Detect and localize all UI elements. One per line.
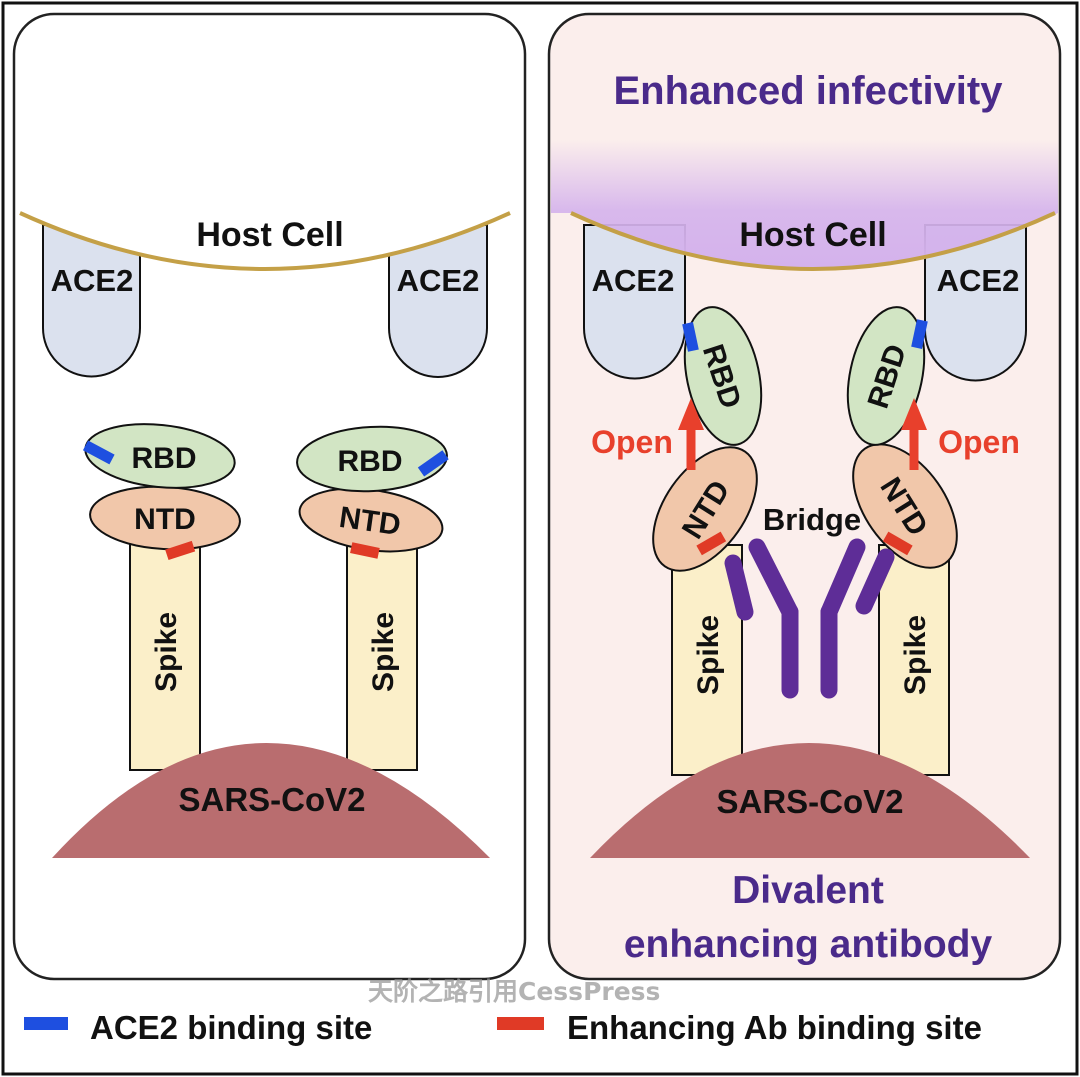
- ab-binding-site-right: [882, 531, 913, 556]
- rbd-left: [683, 306, 763, 446]
- virus-label: SARS-CoV2: [716, 783, 903, 820]
- ace2-label-left: ACE2: [592, 263, 675, 298]
- ace2-receptor-right: [924, 224, 1027, 382]
- open-label-right: Open: [938, 424, 1020, 460]
- rbd-label-right: RBD: [338, 445, 403, 478]
- ace2-binding-site-left: [682, 322, 699, 352]
- rbd-right: [846, 306, 926, 446]
- ab-binding-site-left: [696, 531, 727, 556]
- spike-label-right: Spike: [899, 615, 932, 695]
- bridge-label: Bridge: [763, 502, 861, 537]
- right-panel: Enhanced infectivity Host Cell ACE2 ACE2…: [547, 12, 1062, 981]
- left-panel: Host Cell ACE2 ACE2 Spike Spike NTD NTD …: [12, 12, 527, 981]
- host-cell-membrane: [19, 211, 511, 271]
- spike-label-left: Spike: [150, 612, 183, 692]
- legend: ACE2 binding site Enhancing Ab binding s…: [24, 1009, 982, 1046]
- open-arrow-right: [901, 398, 927, 470]
- host-cell-label: Host Cell: [196, 216, 343, 254]
- legend-ab-label: Enhancing Ab binding site: [567, 1009, 982, 1046]
- ntd-label-left: NTD: [134, 503, 196, 536]
- spike-right: [878, 544, 950, 776]
- host-cell-membrane: [570, 211, 1056, 271]
- enhancing-antibody: [724, 538, 895, 699]
- ace2-receptor-left: [583, 224, 686, 380]
- spike-right: [346, 539, 418, 771]
- open-arrow-left: [678, 398, 704, 470]
- ace2-receptor-right: [388, 224, 488, 378]
- ace2-label-right: ACE2: [397, 263, 480, 298]
- legend-ace2-swatch: [24, 1017, 68, 1030]
- spike-label-right: Spike: [367, 612, 400, 692]
- virus-body: [52, 743, 490, 858]
- virus-body: [590, 743, 1030, 858]
- spike-label-left: Spike: [692, 615, 725, 695]
- legend-ab-swatch: [497, 1017, 544, 1030]
- ace2-binding-site-left: [82, 440, 115, 465]
- ace2-binding-site-right: [417, 450, 449, 477]
- legend-ace2-label: ACE2 binding site: [90, 1009, 372, 1046]
- ntd-left: [652, 446, 758, 572]
- watermark: 天阶之路引用CessPress: [368, 977, 660, 1006]
- rbd-right: [296, 425, 448, 493]
- host-cell-area: [16, 178, 510, 269]
- ace2-binding-site-right: [911, 319, 928, 349]
- host-cell-area: [551, 140, 1058, 269]
- rbd-label-left: RBD: [132, 442, 197, 475]
- ace2-label-right: ACE2: [937, 263, 1020, 298]
- ab-binding-site-right: [350, 542, 380, 559]
- panel-title: Enhanced infectivity: [614, 69, 1004, 113]
- ntd-right: [852, 443, 958, 569]
- host-cell-label: Host Cell: [739, 216, 886, 254]
- open-label-left: Open: [591, 424, 673, 460]
- caption-line1: Divalent: [732, 869, 884, 912]
- ace2-receptor-left: [42, 224, 141, 378]
- ace2-label-left: ACE2: [51, 263, 134, 298]
- virus-label: SARS-CoV2: [178, 781, 365, 818]
- caption-line2: enhancing antibody: [624, 923, 993, 966]
- ab-binding-site-left: [165, 540, 196, 561]
